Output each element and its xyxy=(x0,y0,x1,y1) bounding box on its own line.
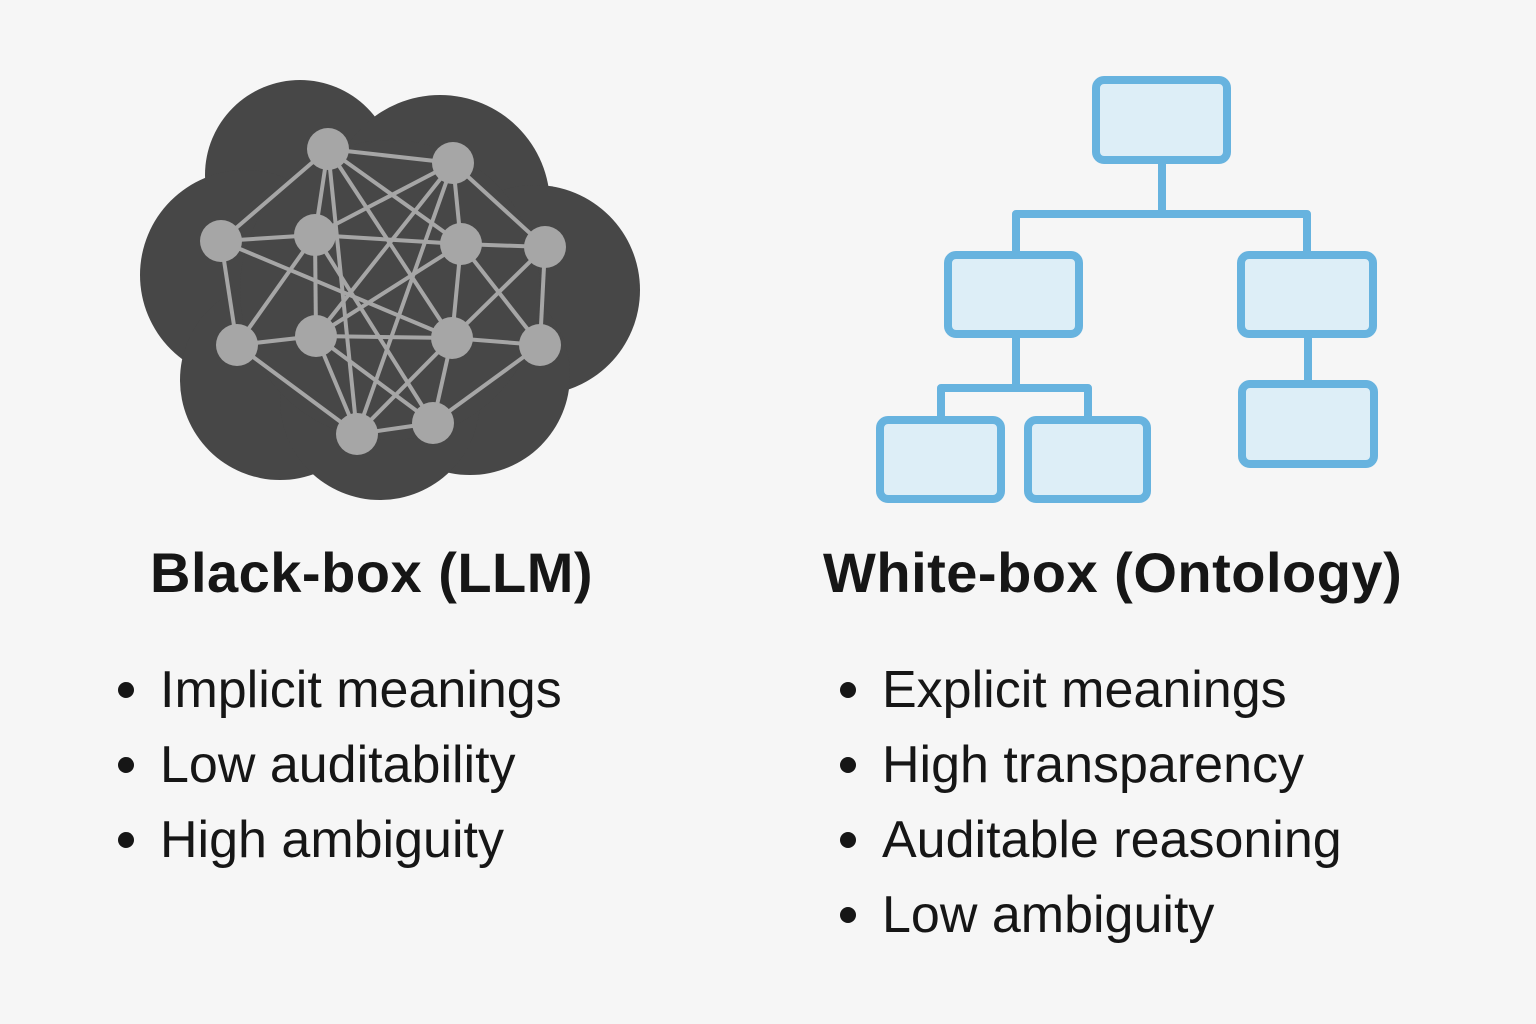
network-node xyxy=(440,223,482,265)
bullet-item: Explicit meanings xyxy=(834,652,1342,727)
bullet-dot-icon xyxy=(118,681,134,698)
bullet-item: High transparency xyxy=(834,727,1342,802)
white-box-panel: White-box (Ontology) Explicit meanings H… xyxy=(768,0,1536,1024)
cloud-shape xyxy=(140,80,640,500)
tree-node-left-left xyxy=(876,416,1005,503)
hierarchy-tree-icon xyxy=(876,76,1378,503)
bullet-item: Auditable reasoning xyxy=(834,802,1342,877)
network-node xyxy=(431,317,473,359)
network-edge xyxy=(450,245,547,340)
network-edge xyxy=(314,161,454,237)
network-edge xyxy=(355,162,455,435)
network-edge xyxy=(431,343,542,425)
black-box-heading: Black-box (LLM) xyxy=(150,541,594,604)
network-edge xyxy=(326,147,463,246)
white-box-heading: White-box (Ontology) xyxy=(823,541,1403,604)
bullet-dot-icon xyxy=(840,906,856,923)
bullet-item: High ambiguity xyxy=(112,802,562,877)
network-edge xyxy=(315,334,453,340)
black-box-bullet-list: Implicit meanings Low auditability High … xyxy=(112,652,562,877)
network-edge xyxy=(314,161,455,338)
network-node xyxy=(519,324,561,366)
network-node xyxy=(295,315,337,357)
network-edge xyxy=(355,336,454,436)
network-edge xyxy=(459,242,542,347)
network-node xyxy=(216,324,258,366)
tree-node-root xyxy=(1092,76,1231,164)
neural-network-cloud-icon xyxy=(140,80,640,500)
bullet-item: Implicit meanings xyxy=(112,652,562,727)
bullet-dot-icon xyxy=(118,831,134,848)
tree-node-left-right xyxy=(1024,416,1151,503)
tree-node-left xyxy=(944,251,1083,338)
network-edge xyxy=(219,147,330,243)
network-edge xyxy=(314,334,435,425)
network-nodes xyxy=(200,128,566,455)
network-node xyxy=(524,226,566,268)
network-node xyxy=(412,402,454,444)
tree-nodes xyxy=(876,76,1378,503)
network-edge xyxy=(220,239,453,340)
network-edge xyxy=(314,242,463,338)
bullet-dot-icon xyxy=(118,756,134,773)
bullet-dot-icon xyxy=(840,681,856,698)
network-node xyxy=(294,214,336,256)
tree-node-right-child xyxy=(1238,380,1378,468)
bullet-dot-icon xyxy=(840,831,856,848)
bullet-dot-icon xyxy=(840,756,856,773)
network-node xyxy=(432,142,474,184)
network-node xyxy=(200,220,242,262)
white-box-bullet-list: Explicit meanings High transparency Audi… xyxy=(834,652,1342,952)
bullet-item: Low ambiguity xyxy=(834,877,1342,952)
network-node xyxy=(307,128,349,170)
network-node xyxy=(336,413,378,455)
network-edge xyxy=(314,233,462,246)
network-edge xyxy=(235,343,359,436)
network-edge xyxy=(313,233,435,425)
tree-connectors xyxy=(937,160,1312,420)
black-box-panel: Black-box (LLM) Implicit meanings Low au… xyxy=(112,80,640,877)
bullet-item: Low auditability xyxy=(112,727,562,802)
tree-node-right xyxy=(1237,251,1377,338)
network-edge xyxy=(235,233,317,347)
